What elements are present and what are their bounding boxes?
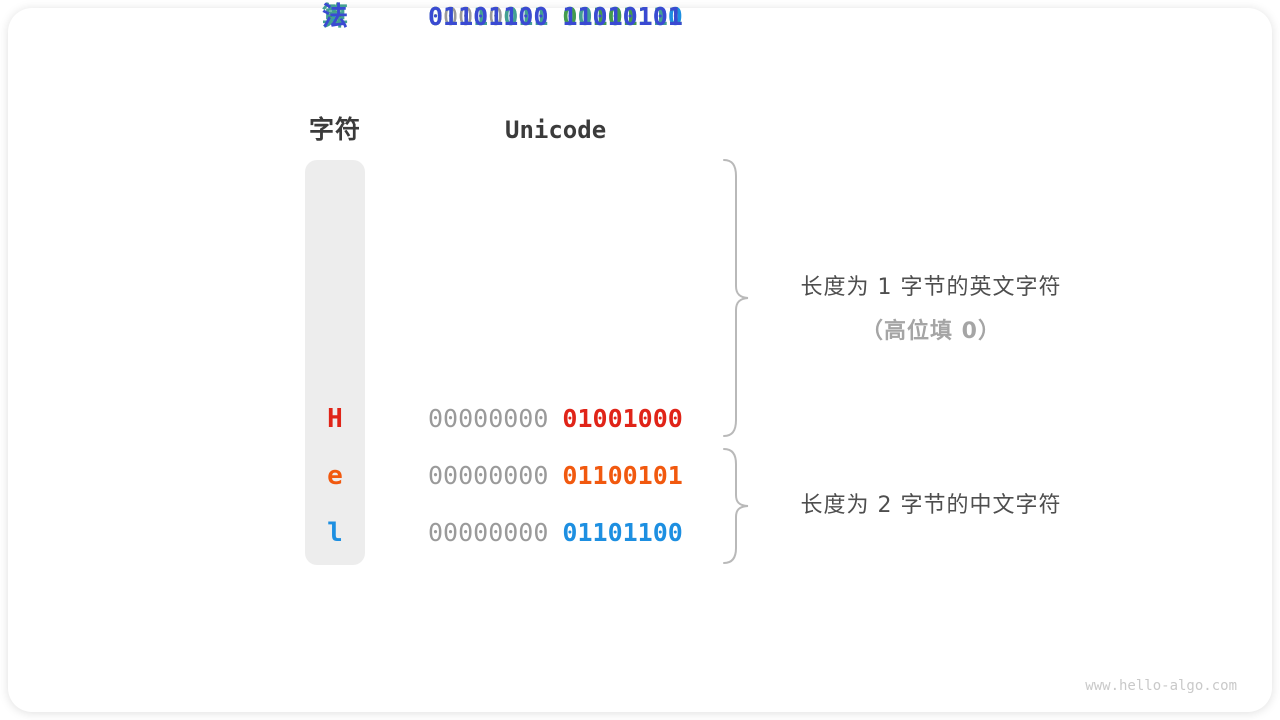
site-watermark: www.hello-algo.com: [1085, 678, 1237, 694]
low-byte: 01101100: [562, 2, 683, 31]
table-row: l 00000000 01101100: [0, 516, 1280, 550]
low-byte: 01101111: [562, 2, 683, 31]
table-row: H 00000000 01001000: [0, 402, 1280, 436]
group-brace-english-chars: [723, 159, 749, 437]
char-cell: l: [327, 2, 343, 32]
char-cell: l: [327, 518, 343, 548]
low-byte: 10010111: [562, 2, 683, 31]
char-cell: H: [327, 404, 343, 434]
diagram-card: [8, 8, 1272, 712]
column-header-char: 字符: [308, 115, 361, 144]
low-byte: 11010101: [562, 2, 683, 31]
high-byte: 00000000: [428, 404, 549, 433]
low-byte: 01101100: [562, 518, 683, 547]
char-cell: 法: [321, 2, 348, 32]
table-row: e 00000000 01100101: [0, 459, 1280, 493]
annotation-english-line2: （高位填 0）: [861, 319, 1001, 344]
low-byte: 01001000: [562, 404, 683, 433]
high-byte: 01101100: [428, 2, 549, 31]
annotation-english-group: 长度为 1 字节的英文字符 （高位填 0）: [775, 269, 1087, 345]
group-brace-chinese-chars: [723, 448, 749, 564]
table-row: 算 01111011 10010111: [0, 0, 1280, 34]
high-byte: 00000000: [428, 2, 549, 31]
high-byte: 00000000: [428, 461, 549, 490]
unicode-binary-cell: 01111011 10010111: [428, 0, 683, 34]
table-row: o 00000000 01101111: [0, 0, 1280, 34]
unicode-binary-cell: 00000000 01001000: [428, 402, 683, 436]
annotation-english-line1: 长度为 1 字节的英文字符: [800, 275, 1062, 300]
annotation-chinese-group: 长度为 2 字节的中文字符: [775, 487, 1087, 519]
unicode-binary-cell: 00000000 01101111: [428, 0, 683, 34]
high-byte: 00000000: [428, 2, 549, 31]
unicode-binary-cell: 00000000 01101100: [428, 516, 683, 550]
high-byte: 00000000: [428, 518, 549, 547]
char-cell: e: [327, 461, 343, 491]
char-column-background: [305, 160, 365, 565]
char-cell: o: [327, 2, 343, 32]
high-byte: 01111011: [428, 2, 549, 31]
char-cell: 算: [321, 2, 348, 32]
annotation-chinese-line1: 长度为 2 字节的中文字符: [800, 493, 1062, 518]
column-header-unicode: Unicode: [505, 116, 607, 144]
unicode-binary-cell: 00000000 01100101: [428, 459, 683, 493]
low-byte: 01100101: [562, 461, 683, 490]
